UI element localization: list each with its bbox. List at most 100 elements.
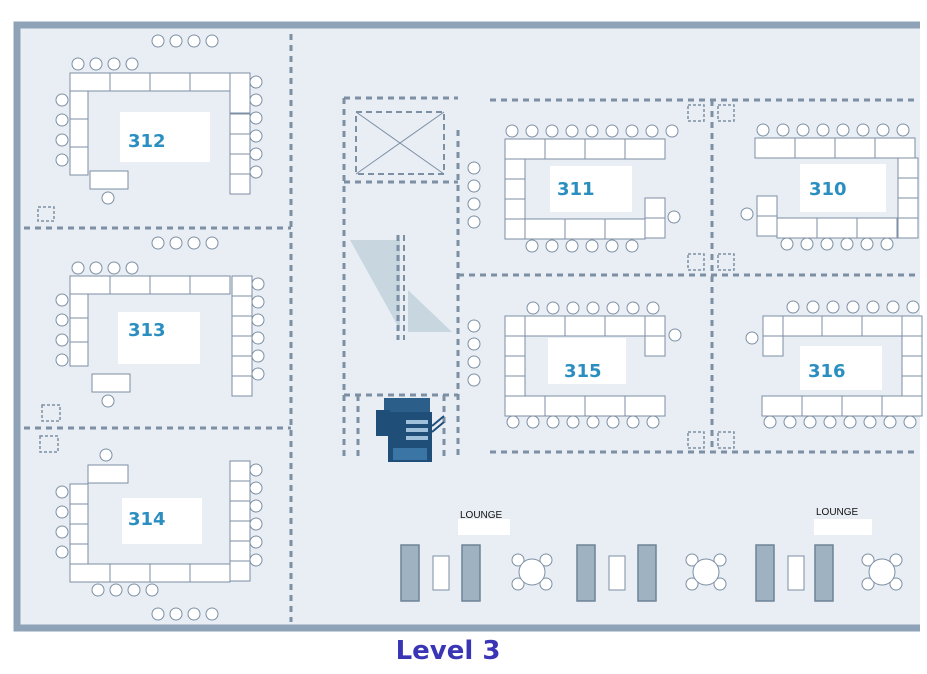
chair [169,34,183,48]
coffee-table [608,555,626,591]
room-314-label[interactable]: 314 [128,509,166,530]
chair [55,505,69,519]
chair [539,577,553,591]
sofa [755,544,775,602]
chair [776,123,790,137]
chair [249,129,263,143]
chair [249,499,263,513]
desk [761,395,803,417]
chair [249,93,263,107]
chair [249,111,263,125]
chair [889,577,903,591]
chair [71,261,85,275]
chair [467,355,481,369]
chair [89,57,103,71]
desk [69,503,89,525]
chair [823,415,837,429]
desk [504,158,526,180]
chair [876,123,890,137]
chair [545,124,559,138]
chair [800,237,814,251]
chair [906,300,920,314]
desk [229,460,251,482]
room-310-label[interactable]: 310 [809,179,847,200]
desk [229,520,251,542]
room-312-label[interactable]: 312 [128,131,166,152]
column-markers [37,104,735,453]
lounge-2-label[interactable]: LOUNGE [816,507,859,518]
chair [91,583,105,597]
chair [786,300,800,314]
chair [101,394,115,408]
desk [231,375,253,397]
chair [645,124,659,138]
desk [189,275,231,295]
chair [249,165,263,179]
chair [783,415,797,429]
desk [897,177,919,199]
desk [504,198,526,220]
sofa [814,544,834,602]
chair [151,607,165,621]
desk [801,395,843,417]
chair [586,301,600,315]
desk [229,480,251,502]
chair [846,300,860,314]
desk [624,395,666,417]
desk [861,315,903,337]
chair [169,607,183,621]
room-311-label[interactable]: 311 [557,179,595,200]
desk [874,137,916,159]
desk [504,335,526,357]
chair [251,367,265,381]
desk [69,483,89,505]
room-315-label[interactable]: 315 [564,361,602,382]
chair [740,207,754,221]
chair [467,373,481,387]
chair [251,313,265,327]
chair [525,239,539,253]
round-table [692,558,720,586]
room-314-plate [122,498,202,544]
chair [55,153,69,167]
desk [69,72,111,92]
chair [796,123,810,137]
lounge-1-label[interactable]: LOUNGE [460,510,503,521]
chair [840,237,854,251]
desk [776,217,818,239]
chair [55,333,69,347]
chair [249,463,263,477]
chair [539,553,553,567]
chair [860,237,874,251]
chair [866,300,880,314]
sofa [400,544,420,602]
desk [229,540,251,562]
room-316-label[interactable]: 316 [808,361,846,382]
lounge-1-plate [458,519,510,535]
chair [125,261,139,275]
chair [626,415,640,429]
chair [566,415,580,429]
desk [794,137,836,159]
chair [511,577,525,591]
chair [606,301,620,315]
room-313-label[interactable]: 313 [128,320,166,341]
chair [526,415,540,429]
outer-wall [13,21,920,632]
desk [69,523,89,545]
desk [901,375,923,397]
desk [564,218,606,240]
desk [69,563,111,583]
chair [763,415,777,429]
desk [821,315,863,337]
chair [713,553,727,567]
sofa [576,544,596,602]
desk [231,295,253,317]
chair [99,448,113,462]
chair [187,34,201,48]
chair [249,553,263,567]
desk [231,275,253,297]
partitions [24,34,918,622]
desk [189,563,231,583]
